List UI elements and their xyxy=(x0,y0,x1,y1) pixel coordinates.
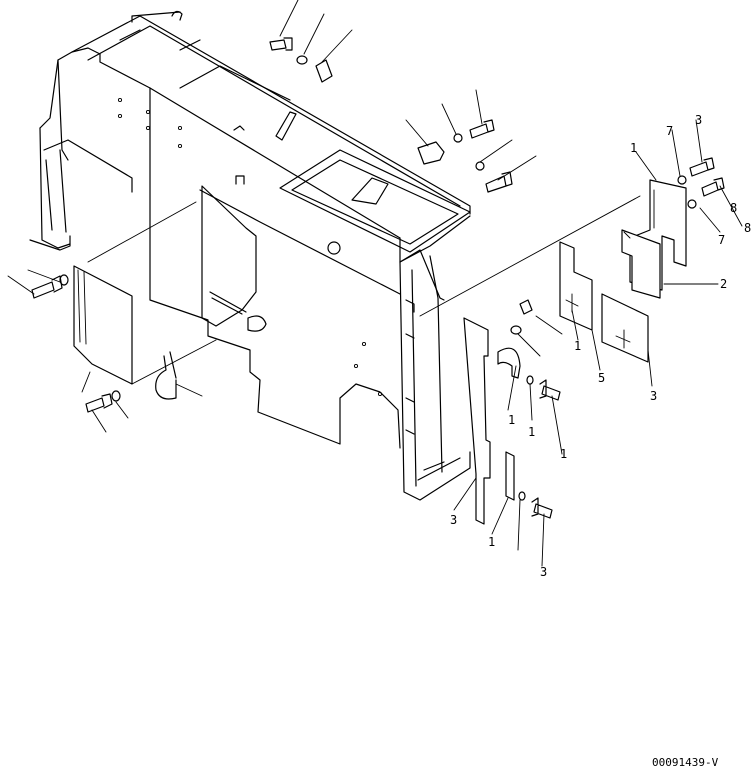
callout-label: 7 xyxy=(666,124,673,138)
callout-label: 1 xyxy=(560,447,567,461)
callout-label: 8 xyxy=(730,201,737,215)
leader-lines xyxy=(7,0,743,567)
callout-label: 3 xyxy=(450,513,457,527)
callout-label: 7 xyxy=(718,233,725,247)
callout-label: 1 xyxy=(508,413,515,427)
callout-label: 1 xyxy=(488,535,495,549)
callout-label: 1 xyxy=(630,141,637,155)
callout-label: 3 xyxy=(650,389,657,403)
callout-label: 8 xyxy=(744,221,751,235)
main-frame xyxy=(29,10,471,501)
callout-label: 1 xyxy=(574,339,581,353)
callout-label: 5 xyxy=(598,371,605,385)
left-cover-assembly xyxy=(31,201,217,413)
callout-label: 3 xyxy=(695,113,702,127)
right-cover-assembly xyxy=(419,157,725,525)
callout-label: 1 xyxy=(528,425,535,439)
top-hardware xyxy=(269,37,513,193)
callouts: 3 7 8 7 8 1 2 1 5 3 1 1 1 3 1 3 xyxy=(450,113,751,579)
callout-label: 3 xyxy=(540,565,547,579)
callout-label: 2 xyxy=(720,277,727,291)
drawing-code: 00091439-V xyxy=(652,756,719,768)
